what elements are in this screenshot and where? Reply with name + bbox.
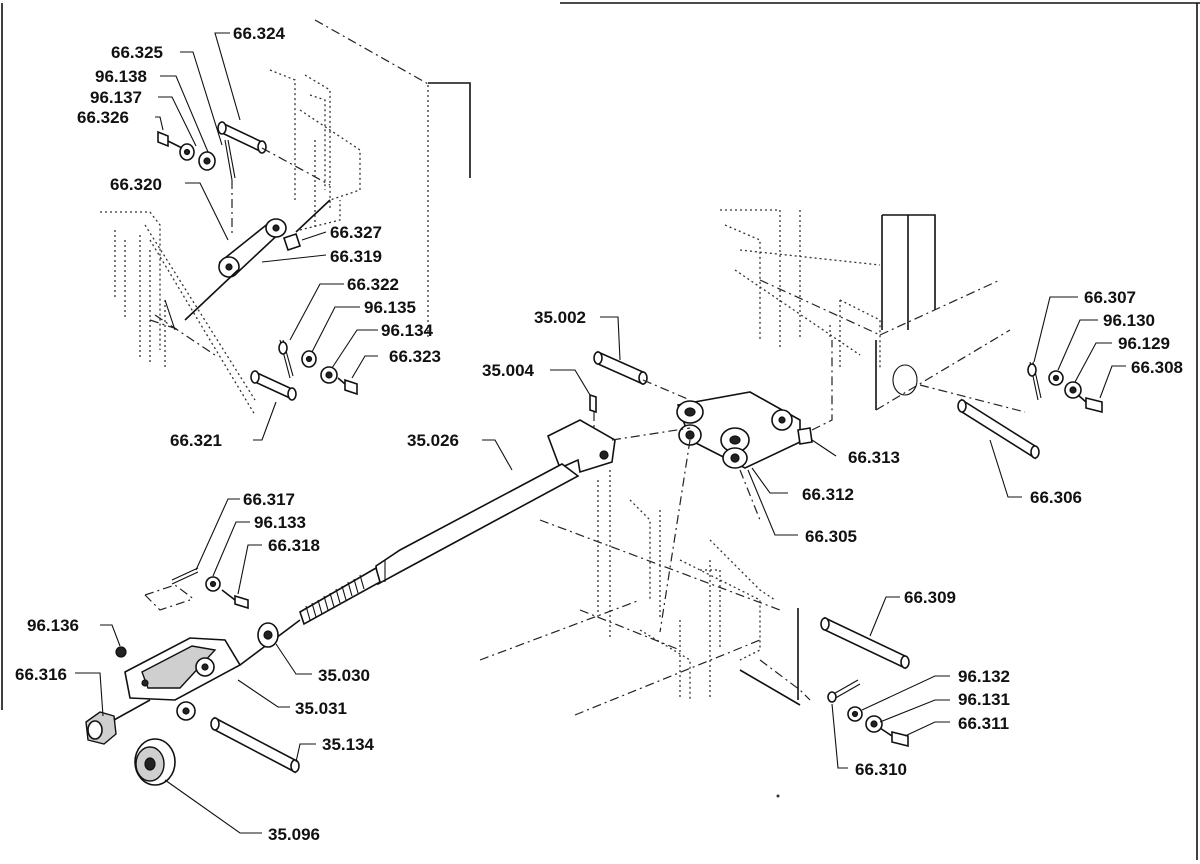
lower-centre-frame	[479, 470, 811, 716]
label-66-312: 66.312	[802, 485, 854, 504]
label-96-135: 96.135	[364, 298, 416, 317]
label-96-132: 96.132	[958, 667, 1010, 686]
label-66-327: 66.327	[330, 223, 382, 242]
label-35-134: 35.134	[322, 735, 375, 754]
label-66-322: 66.322	[347, 275, 399, 294]
label-96-131: 96.131	[958, 690, 1010, 709]
label-96-130: 96.130	[1103, 311, 1155, 330]
label-66-310: 66.310	[855, 760, 907, 779]
label-66-311: 66.311	[958, 714, 1009, 733]
stray-dot	[776, 794, 780, 798]
label-35-026: 35.026	[407, 431, 459, 450]
label-35-030: 35.030	[318, 666, 370, 685]
label-96-133: 96.133	[254, 513, 306, 532]
label-66-308: 66.308	[1131, 358, 1183, 377]
upper-right-frame	[720, 209, 1026, 413]
label-66-305: 66.305	[805, 527, 857, 546]
lower-right-pin-group	[820, 616, 910, 748]
label-66-307: 66.307	[1084, 288, 1136, 307]
label-96-129: 96.129	[1118, 334, 1170, 353]
label-66-320: 66.320	[110, 175, 162, 194]
label-66-321: 66.321	[170, 431, 222, 450]
label-66-316: 66.316	[15, 665, 67, 684]
upper-left-housing	[100, 19, 471, 416]
label-66-326: 66.326	[77, 108, 129, 127]
label-35-002: 35.002	[534, 308, 586, 327]
label-96-134: 96.134	[381, 321, 434, 340]
label-66-319: 66.319	[330, 247, 382, 266]
label-35-096: 35.096	[268, 825, 320, 844]
part-labels: 66.324 66.325 96.138 96.137 66.326 66.32…	[15, 24, 1183, 844]
label-66-313: 66.313	[848, 448, 900, 467]
label-96-136: 96.136	[27, 616, 79, 635]
label-35-004: 35.004	[482, 361, 535, 380]
label-96-138: 96.138	[95, 67, 147, 86]
leader-lines	[75, 32, 1126, 834]
central-linkage	[299, 340, 833, 633]
label-66-323: 66.323	[389, 347, 441, 366]
label-66-318: 66.318	[268, 536, 320, 555]
label-66-317: 66.317	[243, 490, 295, 509]
label-66-324: 66.324	[233, 24, 286, 43]
label-66-325: 66.325	[111, 43, 163, 62]
right-pin-group	[957, 361, 1103, 460]
upper-left-parts	[157, 121, 358, 401]
label-66-309: 66.309	[904, 588, 956, 607]
label-35-031: 35.031	[295, 699, 347, 718]
lower-left-assembly	[85, 567, 301, 786]
label-96-137: 96.137	[90, 88, 142, 107]
label-66-306: 66.306	[1030, 488, 1082, 507]
